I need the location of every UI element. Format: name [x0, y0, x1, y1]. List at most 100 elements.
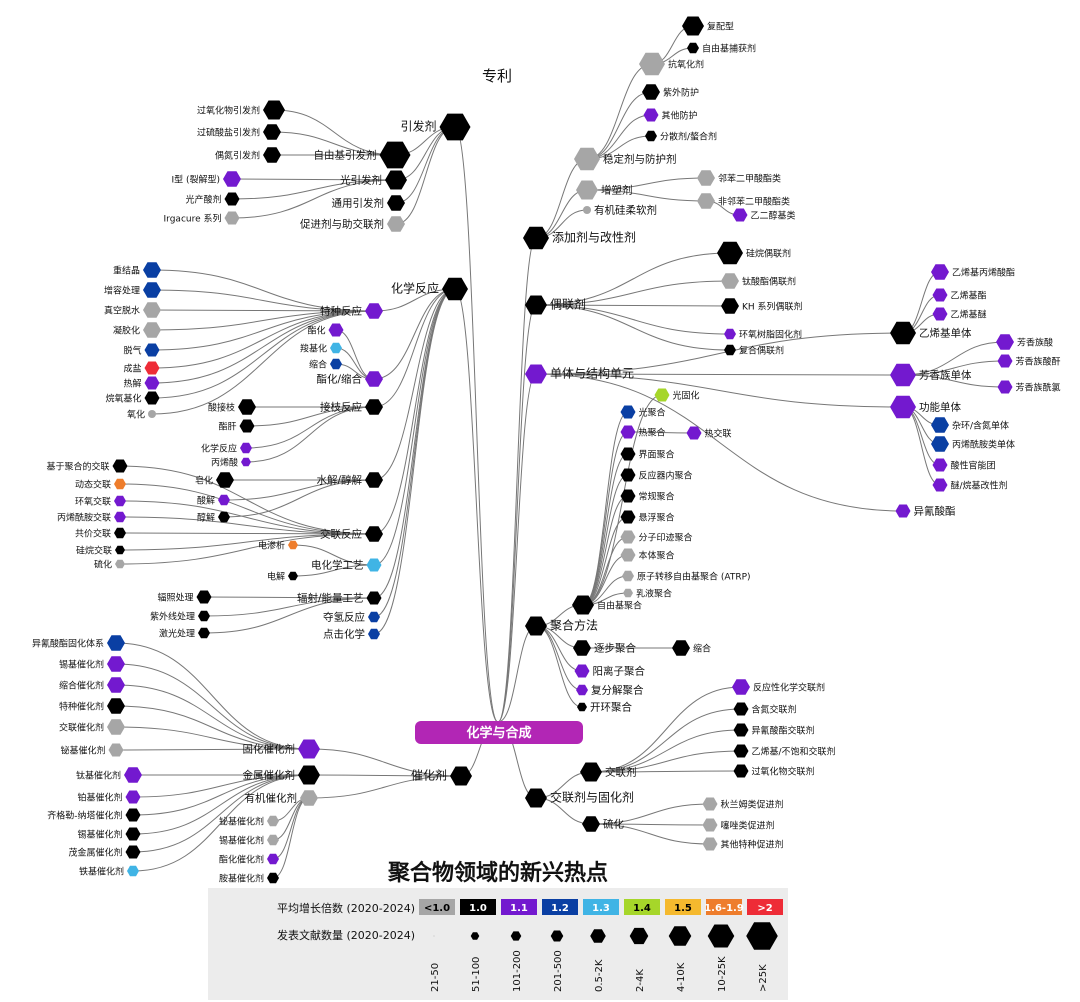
node-b5-1-1[interactable]: 芳香族酸酐 [997, 354, 1061, 368]
node-b2-1-0[interactable]: 钛基催化剂 [76, 767, 142, 783]
node-b5-0-0[interactable]: 乙烯基丙烯酸酯 [931, 264, 1015, 280]
node-b3[interactable]: 添加剂与改性剂 [523, 226, 636, 250]
node-b2-0-2[interactable]: 缩合催化剂 [59, 677, 125, 693]
node-b0[interactable]: 引发剂 [400, 113, 471, 141]
node-b2-1-4[interactable]: 茂金属催化剂 [68, 845, 141, 859]
node-b1-5-0[interactable]: 电渗析 [258, 540, 298, 552]
node-b1-5-1[interactable]: 电解 [267, 571, 298, 583]
node-b4-4[interactable]: 复合偶联剂 [724, 345, 784, 357]
node-b2-2[interactable]: 有机催化剂 [245, 790, 319, 806]
node-b3-0[interactable]: 稳定剂与防护剂 [574, 147, 677, 171]
node-b3-0-3[interactable]: 分散剂/螯合剂 [645, 131, 717, 143]
node-b7-1-2[interactable]: 其他特种促进剂 [702, 837, 784, 851]
node-b2-0[interactable]: 固化催化剂 [243, 739, 321, 759]
node-b4-3[interactable]: 环氧树脂固化剂 [724, 329, 802, 341]
node-b2[interactable]: 催化剂 [411, 766, 472, 786]
node-b7-0-0[interactable]: 反应性化学交联剂 [732, 679, 825, 695]
node-b2-1-3[interactable]: 锡基催化剂 [77, 827, 141, 841]
node-b0-1-0[interactable]: I型 (裂解型) [171, 171, 241, 187]
node-b2-0-0[interactable]: 异氰酸酯固化体系 [32, 635, 125, 651]
node-b1-7[interactable]: 夺氢反应 [323, 611, 380, 624]
node-b1-3-0[interactable]: 皂化 [195, 472, 234, 488]
node-b3-0-0[interactable]: 抗氧化剂 [639, 52, 704, 76]
node-b6-0-1[interactable]: 光聚合 [620, 405, 666, 419]
node-b1-1-2[interactable]: 缩合 [309, 359, 342, 371]
node-b3-1-0[interactable]: 邻苯二甲酸酯类 [697, 170, 781, 186]
node-b1-1-0[interactable]: 酯化 [307, 323, 344, 337]
node-b1-4-6[interactable]: 硫化 [94, 559, 125, 571]
node-b1-2-2[interactable]: 化学反应 [201, 443, 252, 455]
node-b1-6-0[interactable]: 辐照处理 [157, 590, 212, 604]
node-b1-4-5[interactable]: 硅烷交联 [76, 545, 125, 557]
node-b1-4[interactable]: 交联反应 [320, 526, 383, 542]
node-b6-0-4[interactable]: 反应器内聚合 [620, 468, 693, 482]
node-b1-0-0[interactable]: 重结晶 [113, 262, 161, 278]
node-b1-6-1[interactable]: 紫外线处理 [150, 611, 210, 623]
node-b1-0-2[interactable]: 真空脱水 [104, 302, 161, 318]
node-b5-2-3[interactable]: 醚/烷基改性剂 [932, 478, 1008, 492]
node-b2-1-2[interactable]: 齐格勒-纳塔催化剂 [47, 808, 141, 822]
node-b1-0-1[interactable]: 增容处理 [104, 282, 161, 298]
node-b2-0-5[interactable]: 铋基催化剂 [60, 743, 124, 757]
node-b0-0[interactable]: 自由基引发剂 [314, 141, 411, 169]
node-b1-4-0[interactable]: 基于聚合的交联 [46, 459, 128, 473]
node-b7[interactable]: 交联剂与固化剂 [525, 788, 634, 808]
node-b2-1-5[interactable]: 铁基催化剂 [79, 866, 139, 878]
node-b5-2[interactable]: 功能单体 [890, 395, 961, 419]
node-b5-2-2[interactable]: 酸性官能团 [932, 458, 996, 472]
node-b6-0-10[interactable]: 乳液聚合 [623, 588, 672, 600]
node-b1-3-2[interactable]: 醇解 [197, 512, 230, 524]
node-b7-0[interactable]: 交联剂 [580, 762, 637, 782]
node-b1-6[interactable]: 辐射/能量工艺 [297, 591, 382, 605]
node-b5-2-1[interactable]: 丙烯酰胺类单体 [931, 436, 1015, 452]
node-b0-0-2[interactable]: 偶氮引发剂 [215, 147, 281, 163]
node-b7-1[interactable]: 硫化 [582, 816, 624, 832]
node-b1-4-4[interactable]: 共价交联 [75, 528, 126, 540]
node-b6-3[interactable]: 复分解聚合 [576, 684, 644, 697]
node-b0-0-1[interactable]: 过硫酸盐引发剂 [197, 124, 281, 140]
node-b1-3[interactable]: 水解/醇解 [316, 472, 383, 488]
node-b5-2-0[interactable]: 杂环/含氮单体 [931, 417, 1009, 433]
node-b1-0-5[interactable]: 成盐 [123, 361, 160, 375]
node-b6-0[interactable]: 自由基聚合 [572, 595, 642, 615]
node-b4-2[interactable]: KH 系列偶联剂 [721, 298, 803, 314]
node-b6-0-0[interactable]: 光固化 [654, 388, 700, 402]
node-b6-0-2[interactable]: 热聚合 [620, 425, 666, 439]
node-b5-0[interactable]: 乙烯基单体 [890, 321, 972, 345]
node-b2-1-1[interactable]: 铂基催化剂 [77, 790, 141, 804]
node-b7-0-3[interactable]: 乙烯基/不饱和交联剂 [733, 744, 836, 758]
node-b6-1-0[interactable]: 缩合 [672, 640, 711, 656]
node-b5-0-2[interactable]: 乙烯基醚 [932, 307, 987, 321]
node-b5-3[interactable]: 异氰酸酯 [895, 504, 956, 518]
node-b0-1-1[interactable]: 光产酸剂 [185, 192, 240, 206]
node-b1-3-1[interactable]: 酸解 [197, 495, 230, 507]
node-b5[interactable]: 单体与结构单元 [525, 364, 634, 384]
node-b2-1[interactable]: 金属催化剂 [243, 765, 321, 785]
node-b4-0[interactable]: 硅烷偶联剂 [717, 241, 791, 265]
node-b5-1-0[interactable]: 芳香族酸 [996, 334, 1053, 350]
node-b2-2-2[interactable]: 酯化催化剂 [219, 854, 279, 866]
node-b1-0-6[interactable]: 热解 [123, 376, 160, 390]
node-b6-0-8[interactable]: 本体聚合 [620, 548, 675, 562]
node-b6[interactable]: 聚合方法 [525, 616, 598, 636]
node-b3-0-0-1[interactable]: 自由基捕获剂 [687, 43, 756, 55]
node-b1-0-7[interactable]: 烷氧基化 [105, 391, 160, 405]
node-b1-0-8[interactable]: 氧化 [127, 409, 156, 421]
node-b4[interactable]: 偶联剂 [525, 295, 586, 315]
node-b2-0-1[interactable]: 锡基催化剂 [59, 656, 125, 672]
node-b1-5[interactable]: 电化学工艺 [311, 558, 382, 572]
node-b3-1-1[interactable]: 非邻苯二甲酸酯类 [697, 193, 790, 209]
node-b1-0[interactable]: 特种反应 [320, 303, 383, 319]
node-b0-1-2[interactable]: Irgacure 系列 [164, 211, 240, 225]
node-b0-1[interactable]: 光引发剂 [340, 170, 407, 190]
node-b0-3[interactable]: 促进剂与助交联剂 [300, 216, 405, 232]
node-b3-2[interactable]: 有机硅柔软剂 [583, 204, 657, 217]
node-b1-0-4[interactable]: 脱气 [123, 343, 160, 357]
node-b7-1-1[interactable]: 噻唑类促进剂 [702, 818, 775, 832]
node-b2-2-3[interactable]: 胺基催化剂 [219, 873, 279, 885]
node-b3-0-2[interactable]: 其他防护 [643, 108, 698, 122]
node-b2-2-1[interactable]: 锡基催化剂 [219, 835, 279, 847]
node-b1-4-2[interactable]: 环氧交联 [75, 496, 126, 508]
node-b1-8[interactable]: 点击化学 [323, 628, 380, 641]
node-b6-0-3[interactable]: 界面聚合 [620, 447, 675, 461]
